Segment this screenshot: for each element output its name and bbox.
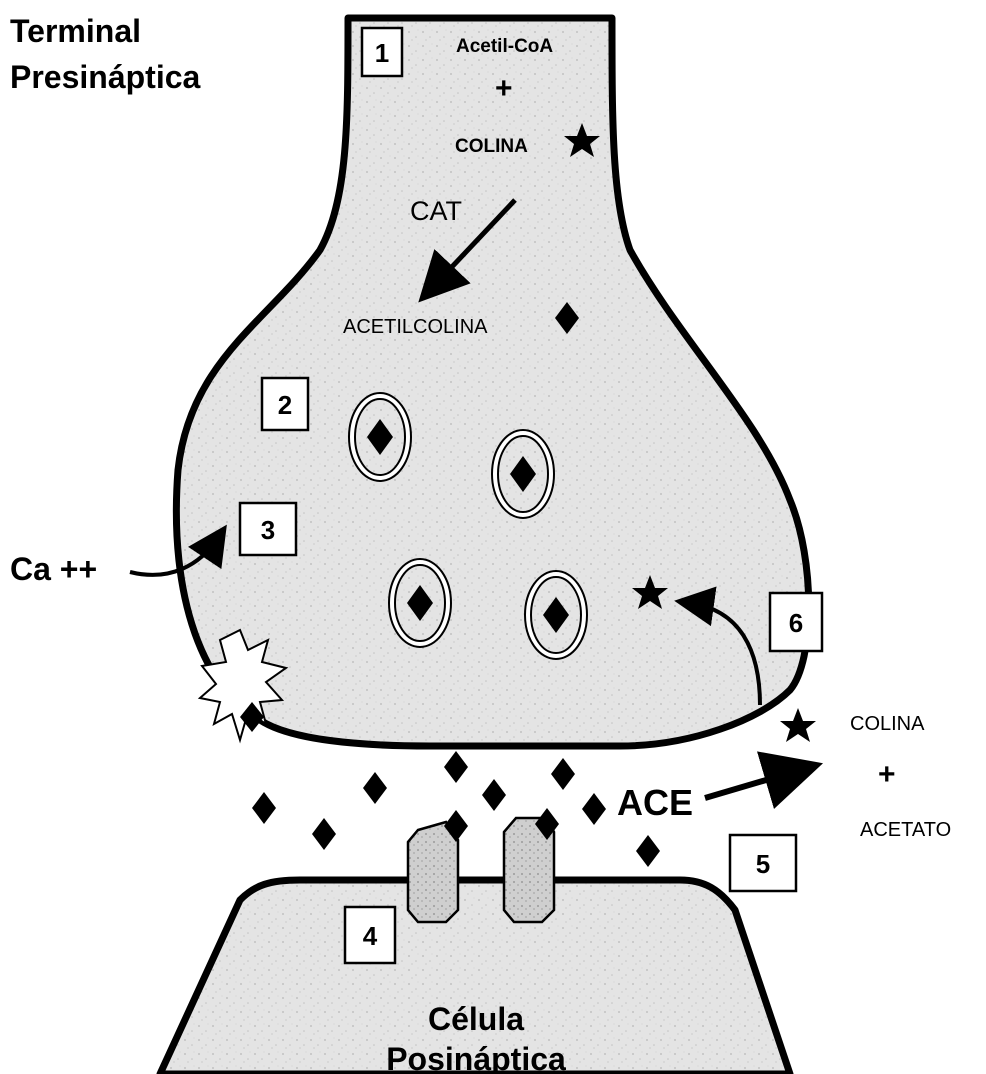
vesicle-icon [349, 393, 411, 481]
cat-enzyme-label: CAT [410, 196, 462, 226]
acetyl-coa-label: Acetil-CoA [456, 36, 553, 57]
step-box-3: 3 [240, 503, 296, 555]
step-box-4: 4 [345, 907, 395, 963]
diamond-icon [444, 751, 468, 783]
diamond-icon [482, 779, 506, 811]
breakdown-choline-label: COLINA [850, 713, 925, 735]
vesicle-icon [492, 430, 554, 518]
receptor-icon [504, 808, 559, 922]
star-icon [780, 708, 816, 742]
presynaptic-title-line2: Presináptica [10, 59, 201, 95]
step-number-2: 2 [278, 390, 292, 420]
breakdown-plus: + [878, 758, 896, 791]
step-box-6: 6 [770, 593, 822, 651]
diamond-icon [363, 772, 387, 804]
diamond-icon [636, 835, 660, 867]
ace-enzyme-label: ACE [617, 782, 693, 823]
step-box-5: 5 [730, 835, 796, 891]
choline-label: COLINA [455, 136, 528, 157]
vesicle-icon [389, 559, 451, 647]
diamond-icon [582, 793, 606, 825]
step-number-4: 4 [363, 921, 378, 951]
step-number-5: 5 [756, 849, 770, 879]
step-box-1: 1 [362, 28, 402, 76]
calcium-label: Ca ++ [10, 551, 97, 587]
postsynaptic-title-line1: Célula [428, 1001, 524, 1037]
acetate-label: ACETATO [860, 819, 951, 841]
vesicle-icon [525, 571, 587, 659]
postsynaptic-title-line2: Posináptica [386, 1041, 566, 1074]
presynaptic-title-line1: Terminal [10, 13, 141, 49]
diamond-icon [312, 818, 336, 850]
acetylcholine-label: ACETILCOLINA [343, 316, 488, 338]
receptor-icon [408, 810, 468, 922]
diamond-icon [551, 758, 575, 790]
synthesis-plus: + [495, 72, 513, 105]
step-number-6: 6 [789, 608, 803, 638]
step-box-2: 2 [262, 378, 308, 430]
ace-arrow [705, 770, 800, 798]
step-number-1: 1 [375, 38, 389, 68]
step-number-3: 3 [261, 515, 275, 545]
diamond-icon [252, 792, 276, 824]
